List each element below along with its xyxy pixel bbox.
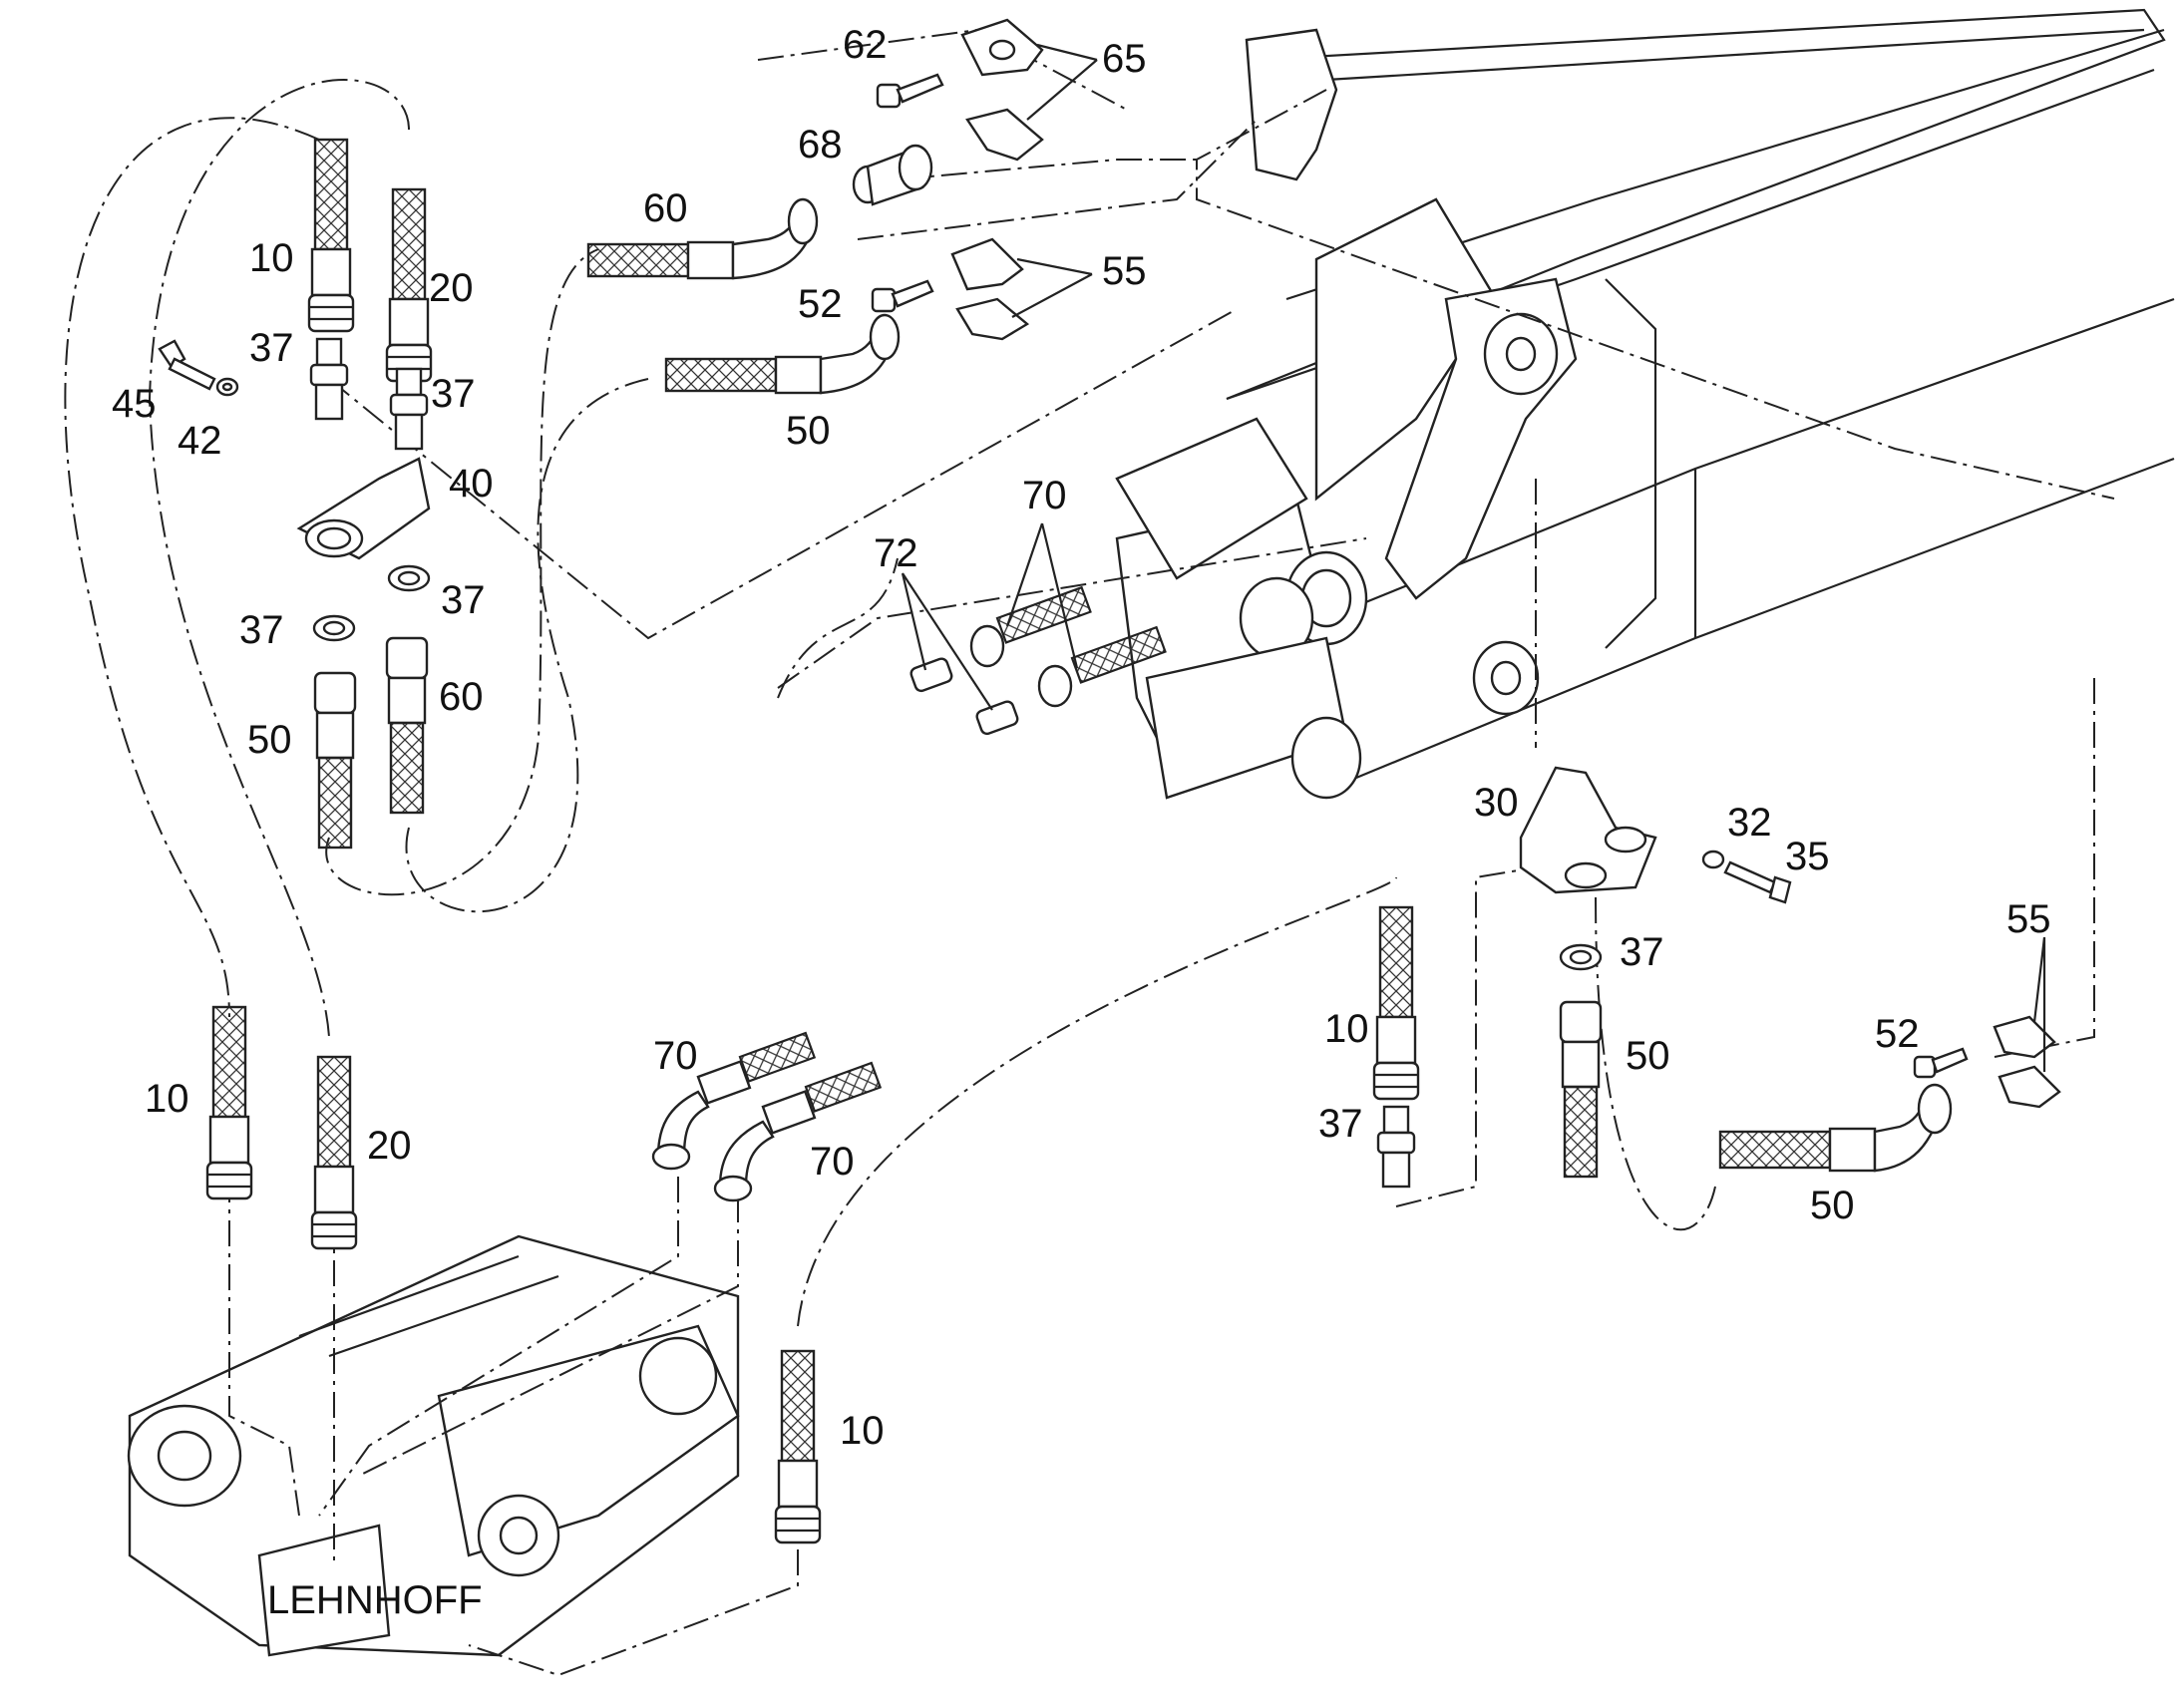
- quick-coupler: LEHNHOFF: [127, 1234, 740, 1657]
- bolt-35: [1723, 860, 1792, 904]
- hose-70-lower-b: [713, 1061, 883, 1202]
- hose-50-elbow: [664, 313, 901, 395]
- callout-20: 20: [429, 266, 474, 310]
- hose-10-right: [1372, 905, 1420, 1101]
- hose-50-elbow-right: [1718, 1083, 1953, 1173]
- callout-10: 10: [1324, 1007, 1369, 1051]
- callout-42: 42: [178, 419, 222, 463]
- hose-20-lower-left: [310, 1055, 358, 1250]
- nut-37-a: [312, 614, 356, 642]
- callout-50: 50: [1810, 1184, 1855, 1227]
- hose-70-center-b: [1037, 625, 1167, 708]
- callout-40: 40: [449, 462, 494, 506]
- callout-62: 62: [843, 23, 888, 67]
- bolt-62: [876, 73, 944, 109]
- clamp-55-upper: [950, 237, 1030, 341]
- adapter-37-b: [389, 367, 429, 451]
- washer-32: [1701, 850, 1725, 869]
- bolt-45: [158, 339, 216, 391]
- hose-70-lower-a: [651, 1031, 817, 1171]
- callout-37: 37: [1620, 930, 1664, 974]
- bracket-30: [1519, 766, 1657, 894]
- washer-42: [215, 377, 239, 397]
- hose-10-bottom-center: [774, 1349, 822, 1544]
- hose-70-center-a: [969, 585, 1092, 668]
- hose-50-right: [1559, 1000, 1603, 1179]
- clamp-65: [960, 18, 1044, 162]
- callout-52: 52: [798, 282, 843, 326]
- callout-60: 60: [439, 675, 484, 719]
- adapter-37-a: [309, 337, 349, 421]
- callout-68: 68: [798, 123, 843, 167]
- callout-50: 50: [1626, 1034, 1670, 1078]
- callout-10: 10: [145, 1077, 189, 1121]
- adapter-72-b: [975, 700, 1019, 736]
- callout-32: 32: [1727, 801, 1772, 845]
- nut-37-right: [1559, 943, 1603, 971]
- adapter-37-right: [1376, 1105, 1416, 1189]
- bolt-52-upper: [871, 279, 934, 313]
- callout-37: 37: [1318, 1102, 1363, 1146]
- callout-37: 37: [249, 326, 294, 370]
- leader-lines: [64, 28, 2115, 1677]
- callout-55: 55: [2006, 897, 2051, 941]
- hose-10-upper-left: [307, 138, 355, 333]
- callout-30: 30: [1474, 781, 1519, 825]
- callout-35: 35: [1785, 835, 1830, 878]
- hose-10-lower-left: [205, 1005, 253, 1200]
- hose-60-left: [385, 636, 429, 815]
- nut-37-b: [387, 564, 431, 592]
- callout-55: 55: [1102, 249, 1147, 293]
- clamp-55-right: [1993, 1015, 2061, 1109]
- callout-labels: 62 65 68 60 55 52 50 10 20 37 37 45 42 4…: [112, 23, 2051, 1453]
- callout-10: 10: [249, 236, 294, 280]
- callout-72: 72: [874, 531, 918, 575]
- callout-leaders: [901, 43, 2046, 1072]
- callout-70: 70: [653, 1034, 698, 1078]
- callout-60: 60: [643, 186, 688, 230]
- callout-20: 20: [367, 1124, 412, 1168]
- bolt-52-right: [1913, 1047, 1969, 1079]
- callout-50: 50: [786, 409, 831, 453]
- callout-50: 50: [247, 718, 292, 762]
- hose-20-upper-left: [385, 187, 433, 383]
- excavator-arm: [1115, 8, 2175, 800]
- callout-37: 37: [239, 608, 284, 652]
- callout-37: 37: [431, 372, 476, 416]
- hose-50-left: [313, 671, 357, 850]
- bracket-40: [296, 457, 431, 560]
- coupler-marking-text: LEHNHOFF: [267, 1578, 483, 1622]
- callout-10: 10: [840, 1409, 885, 1453]
- callout-70: 70: [810, 1140, 855, 1184]
- callout-52: 52: [1875, 1012, 1920, 1056]
- callout-70: 70: [1022, 474, 1067, 517]
- coupling-68: [852, 144, 933, 206]
- callout-37: 37: [441, 578, 486, 622]
- adapter-72-a: [909, 657, 953, 693]
- callout-65: 65: [1102, 37, 1147, 81]
- hose-60-elbow: [586, 197, 819, 280]
- callout-45: 45: [112, 382, 157, 426]
